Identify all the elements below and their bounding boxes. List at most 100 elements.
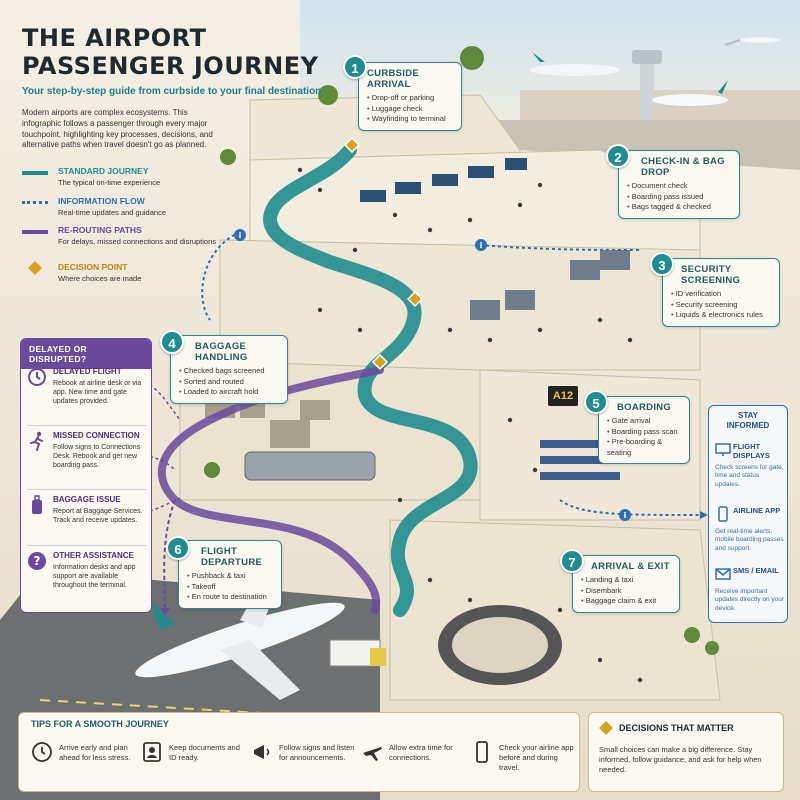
item-title: BAGGAGE ISSUE xyxy=(53,495,121,504)
step-number-badge: 2 xyxy=(606,144,630,168)
step-number-badge: 5 xyxy=(584,390,608,414)
item-desc: Rebook at airline desk or via app. New t… xyxy=(53,380,142,406)
tip-text: Allow extra time for connections. xyxy=(389,743,453,763)
clock-icon xyxy=(28,368,46,386)
legend-label: RE-ROUTING PATHS xyxy=(58,225,142,235)
sky-plane-1 xyxy=(530,52,620,76)
megaphone-icon xyxy=(254,745,270,759)
item-desc: Information desks and app support are av… xyxy=(53,564,136,590)
step-title: CHECK-IN & BAG DROP xyxy=(641,156,725,178)
page-subtitle: Your step-by-step guide from curbside to… xyxy=(22,86,322,97)
step-item: Pushback & taxi xyxy=(187,571,273,582)
legend-label: DECISION POINT xyxy=(58,262,128,272)
step-item: Takeoff xyxy=(187,582,273,593)
step-item: Document check xyxy=(627,181,731,192)
legend-desc: For delays, missed connections and disru… xyxy=(58,237,216,246)
divider xyxy=(27,545,147,546)
svg-text:i: i xyxy=(239,231,242,240)
step-item: Boarding pass issued xyxy=(627,192,731,203)
message-icon xyxy=(715,568,731,580)
sky-plane-2 xyxy=(652,80,728,106)
id-card-icon xyxy=(143,742,161,762)
stay-informed-panel: STAY INFORMED FLIGHT DISPLAYS Check scre… xyxy=(708,405,788,623)
decisions-panel: DECISIONS THAT MATTER Small choices can … xyxy=(588,712,784,792)
step-item: Wayfinding to terminal xyxy=(367,114,453,125)
tip-text: Check your airline app before and during… xyxy=(499,743,574,773)
step-number-badge: 3 xyxy=(650,252,674,276)
legend-desc: Where choices are made xyxy=(58,274,142,283)
decisions-title: DECISIONS THAT MATTER xyxy=(619,723,734,733)
item-desc: Get real-time alerts, mobile boarding pa… xyxy=(715,528,784,552)
step-card-flight-departure: FLIGHT DEPARTURE Pushback & taxi Takeoff… xyxy=(178,540,282,609)
step-card-arrival-exit: ARRIVAL & EXIT Landing & taxi Disembark … xyxy=(572,555,680,613)
tip-text: Arrive early and plan ahead for less str… xyxy=(59,743,131,763)
running-person-icon xyxy=(30,431,43,451)
step-item: Bags tagged & checked xyxy=(627,202,731,213)
step-number-badge: 7 xyxy=(560,549,584,573)
plane-icon xyxy=(363,747,382,761)
step-item: ID verification xyxy=(671,289,771,300)
decisions-text: Small choices can make a big difference.… xyxy=(599,745,762,775)
step-card-boarding: BOARDING Gate arrival Boarding pass scan… xyxy=(598,396,690,464)
step-number-badge: 6 xyxy=(166,536,190,560)
step-item: Pre-boarding & seating xyxy=(607,437,681,458)
legend-label: INFORMATION FLOW xyxy=(58,196,145,206)
svg-text:i: i xyxy=(624,511,627,520)
step-title: BOARDING xyxy=(617,402,672,413)
item-desc: Follow signs to Connections Desk. Rebook… xyxy=(53,444,141,470)
legend-label: STANDARD JOURNEY xyxy=(58,166,149,176)
item-desc: Receive important updates directly on yo… xyxy=(715,588,785,612)
step-item: Loaded to aircraft hold xyxy=(179,387,279,398)
step-item: Drop-off or parking xyxy=(367,93,453,104)
step-card-baggage-handling: BAGGAGE HANDLING Checked bags screened S… xyxy=(170,335,288,404)
suitcase-icon xyxy=(32,495,42,514)
step-item: Liquids & electronics rules xyxy=(671,310,771,321)
item-title: FLIGHT DISPLAYS xyxy=(733,442,770,460)
step-item: Checked bags screened xyxy=(179,366,279,377)
divider xyxy=(27,425,147,426)
step-title: CURBSIDE ARRIVAL xyxy=(367,68,420,90)
clock-icon xyxy=(32,742,52,762)
heading-line1: STAY xyxy=(737,411,758,420)
delayed-disrupted-panel: DELAYED OR DISRUPTED? DELAYED FLIGHT Reb… xyxy=(20,338,152,613)
item-title: OTHER ASSISTANCE xyxy=(53,551,134,560)
item-title: DELAYED FLIGHT xyxy=(53,367,122,376)
step-card-security: SECURITY SCREENING ID verification Secur… xyxy=(662,258,780,327)
svg-text:i: i xyxy=(480,241,483,250)
panel-heading: DELAYED OR DISRUPTED? xyxy=(21,339,151,369)
step-item: Landing & taxi xyxy=(581,575,671,586)
tip-text: Keep documents and ID ready. xyxy=(169,743,240,763)
item-title: SMS / EMAIL xyxy=(733,566,779,575)
step-item: Sorted and routed xyxy=(179,377,279,388)
intro-text: Modern airports are complex ecosystems. … xyxy=(22,108,213,150)
step-card-curbside-arrival: CURBSIDE ARRIVAL Drop-off or parking Lug… xyxy=(358,62,462,131)
step-item: Gate arrival xyxy=(607,416,681,427)
tip-text: Follow signs and listen for announcement… xyxy=(279,743,355,763)
heading-line2: INFORMED xyxy=(726,421,770,430)
legend-solid-line-icon xyxy=(22,171,48,175)
svg-text:?: ? xyxy=(34,554,41,568)
step-item: Security screening xyxy=(671,300,771,311)
step-number-badge: 4 xyxy=(160,330,184,354)
item-title: MISSED CONNECTION xyxy=(53,431,140,440)
legend-purple-line-icon xyxy=(22,230,48,234)
step-number-badge: 1 xyxy=(343,55,367,79)
step-item: En route to destination xyxy=(187,592,273,603)
tips-heading: TIPS FOR A SMOOTH JOURNEY xyxy=(31,719,169,729)
divider xyxy=(27,489,147,490)
diamond-icon xyxy=(28,261,42,275)
step-item: Disembark xyxy=(581,586,671,597)
gate-sign: A12 xyxy=(548,386,578,406)
step-title: SECURITY SCREENING xyxy=(681,264,741,286)
phone-icon xyxy=(718,506,728,522)
step-title: FLIGHT DEPARTURE xyxy=(201,546,263,568)
legend-desc: Real-time updates and guidance xyxy=(58,208,166,217)
panel-heading: STAY INFORMED xyxy=(709,411,787,431)
diamond-icon xyxy=(599,721,613,735)
page-title-line1: THE AIRPORT xyxy=(22,24,207,52)
question-icon: ? xyxy=(28,552,46,570)
step-card-check-in: CHECK-IN & BAG DROP Document check Board… xyxy=(618,150,740,219)
step-item: Luggage check xyxy=(367,104,453,115)
sky-plane-3 xyxy=(724,37,780,46)
